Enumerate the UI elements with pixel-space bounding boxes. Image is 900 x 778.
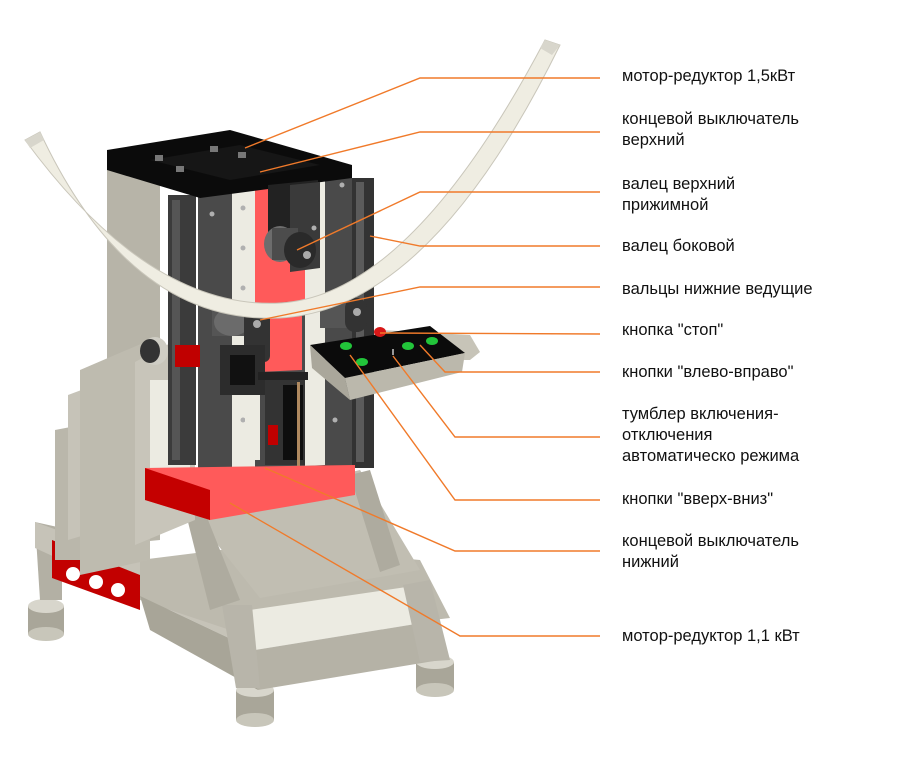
toggle-switch: [392, 349, 394, 355]
roller-block: [107, 130, 374, 520]
label-line: автоматическо режима: [622, 447, 800, 465]
leader-line-limit-switch-upper: [259, 131, 600, 173]
green-button: [340, 342, 352, 350]
upper-roller: [264, 226, 316, 268]
leader-line-stop-button: [379, 332, 601, 335]
leader-line-lower-drive-rollers: [259, 286, 600, 321]
label-line: отключения: [622, 426, 713, 444]
label-line: тумблер включения-: [622, 405, 779, 423]
label-auto-mode-toggle: тумблер включения-отключения автоматическ…: [622, 404, 799, 467]
label-line: концевой выключатель: [622, 532, 799, 550]
label-limit-switch-lower: концевой выключатель нижний: [622, 531, 799, 573]
bent-profile-arc: [24, 39, 561, 319]
label-up-down-buttons: кнопки "вверх-вниз": [622, 489, 773, 510]
label-line: концевой выключатель: [622, 110, 799, 128]
label-line: кнопка "стоп": [622, 321, 724, 339]
label-line: прижимной: [622, 196, 709, 214]
label-line: вальцы нижние ведущие: [622, 280, 813, 298]
label-motor-gear-upper: мотор-редуктор 1,5кВт: [622, 66, 795, 87]
leader-line-upper-pressure-roller: [296, 191, 600, 251]
label-line: кнопки "влево-вправо": [622, 363, 794, 381]
base-frame: [28, 470, 454, 727]
green-button: [426, 337, 438, 345]
label-line: валец верхний: [622, 175, 736, 193]
label-line: мотор-редуктор 1,5кВт: [622, 67, 796, 85]
label-side-roller: валец боковой: [622, 236, 735, 257]
leader-line-left-right-buttons: [419, 344, 600, 373]
label-limit-switch-upper: концевой выключатель верхний: [622, 109, 799, 151]
wheel-front: [236, 683, 274, 727]
stop-button-knob: [374, 327, 386, 337]
label-line: нижний: [622, 553, 679, 571]
label-left-right-buttons: кнопки "влево-вправо": [622, 362, 793, 383]
label-upper-pressure-roller: валец верхний прижимной: [622, 174, 735, 216]
leader-line-auto-mode-toggle: [392, 355, 600, 438]
green-button: [356, 358, 368, 366]
label-line: мотор-редуктор 1,1 кВт: [622, 627, 800, 645]
label-lower-drive-rollers: вальцы нижние ведущие: [622, 279, 813, 300]
wheel-left: [28, 599, 64, 641]
leader-line-up-down-buttons: [349, 354, 600, 501]
leader-line-limit-switch-lower: [264, 467, 600, 552]
leader-line-side-roller: [369, 235, 600, 247]
leader-line-motor-gear-lower: [229, 502, 600, 637]
label-stop-button: кнопка "стоп": [622, 320, 723, 341]
leader-line-motor-gear-upper: [244, 77, 600, 149]
label-line: кнопки "вверх-вниз": [622, 490, 774, 508]
label-motor-gear-lower: мотор-редуктор 1,1 кВт: [622, 626, 800, 647]
control-panel: [310, 326, 480, 400]
label-line: верхний: [622, 131, 685, 149]
green-button: [402, 342, 414, 350]
leader-lines: [229, 77, 601, 637]
label-line: валец боковой: [622, 237, 735, 255]
